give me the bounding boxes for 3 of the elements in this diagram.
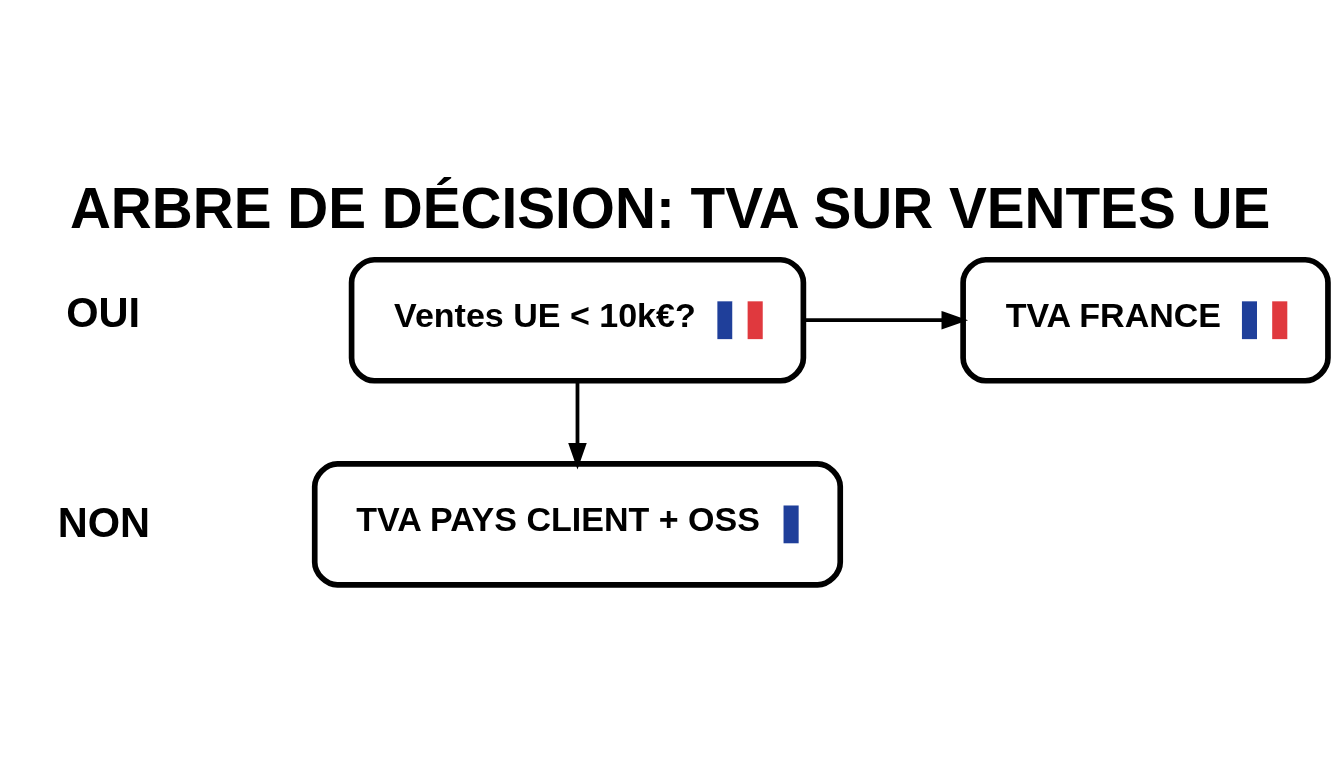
label: OUI: [66, 288, 141, 336]
label: NON: [57, 498, 151, 546]
diagram-title: ARBRE DE DÉCISION: TVA SUR VENTES UE: [69, 176, 1271, 240]
